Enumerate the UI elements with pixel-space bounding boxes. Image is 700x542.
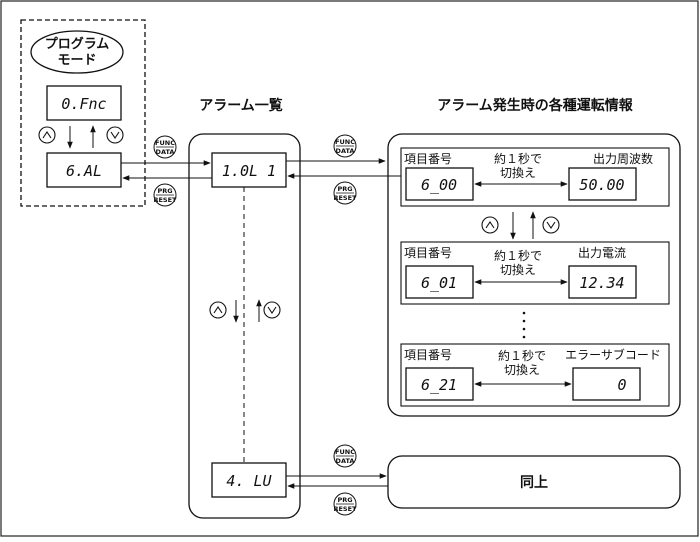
svg-text:FUNC: FUNC (335, 138, 355, 146)
value-display-50-00: 50.00 (579, 176, 624, 194)
svg-text:RESET: RESET (153, 196, 177, 204)
same-as-above-label: 同上 (520, 475, 548, 491)
prg-reset-button-3[interactable]: PRG RESET (333, 492, 357, 516)
program-mode-panel: プログラム モード 0.Fnc 6.AL (20, 19, 146, 207)
alarm-display-ol1: 1.0L 1 (222, 162, 276, 180)
item-display-6-00: 6_00 (421, 176, 457, 194)
svg-text:RESET: RESET (333, 505, 357, 513)
item-number-label: 項目番号 (404, 348, 452, 362)
alarm-display-lu: 4. LU (226, 472, 272, 490)
prg-reset-button-1[interactable]: PRG RESET (153, 183, 177, 207)
svg-text:DATA: DATA (336, 457, 355, 465)
program-mode-title-line1: プログラム (45, 36, 110, 52)
switch-label-line2: 切換え (500, 166, 536, 180)
switch-label-line1: 約１秒で (494, 248, 542, 263)
value-display-0: 0 (617, 376, 626, 394)
program-mode-title-line2: モード (57, 53, 96, 68)
item-number-label: 項目番号 (404, 246, 452, 260)
info-up-key-icon[interactable] (481, 216, 499, 234)
info-group-3: 項目番号 約１秒で 切換え エラーサブコード 6_21 0 (400, 343, 670, 407)
same-as-above-box (387, 455, 681, 509)
program-up-key-icon[interactable] (38, 126, 56, 144)
program-mode-display-al: 6.AL (66, 162, 102, 180)
prg-reset-button-2[interactable]: PRG RESET (333, 181, 357, 205)
program-mode-display-fnc: 0.Fnc (61, 95, 106, 113)
svg-text:FUNC: FUNC (155, 139, 175, 147)
func-data-button-2[interactable]: FUNC DATA (333, 134, 357, 158)
switch-label-line2: 切換え (504, 363, 540, 377)
svg-text:PRG: PRG (157, 187, 172, 195)
info-group-2: 項目番号 約１秒で 切換え 出力電流 6_01 12.34 (400, 241, 670, 305)
value-label-error-subcode: エラーサブコード (565, 347, 661, 362)
info-down-key-icon[interactable] (542, 216, 560, 234)
func-data-button-1[interactable]: FUNC DATA (153, 135, 177, 159)
running-info-title: アラーム発生時の各種運転情報 (437, 97, 634, 114)
alarm-list-panel (188, 133, 301, 519)
svg-text:FUNC: FUNC (335, 448, 355, 456)
switch-label-line1: 約１秒で (498, 348, 546, 363)
info-group-1: 項目番号 約１秒で 切換え 出力周波数 6_00 50.00 (400, 147, 670, 207)
switch-label-line2: 切換え (500, 263, 536, 277)
svg-text:DATA: DATA (156, 148, 175, 156)
ellipsis-dots (522, 311, 526, 339)
running-info-panel (387, 133, 681, 417)
value-display-12-34: 12.34 (579, 274, 624, 292)
alarm-list-title: アラーム一覧 (199, 97, 283, 114)
svg-text:PRG: PRG (337, 185, 352, 193)
func-data-button-3[interactable]: FUNC DATA (333, 444, 357, 468)
program-down-key-icon[interactable] (106, 126, 124, 144)
alarm-down-key-icon[interactable] (263, 301, 281, 319)
svg-text:DATA: DATA (336, 147, 355, 155)
alarm-up-key-icon[interactable] (209, 301, 227, 319)
item-number-label: 項目番号 (404, 152, 452, 166)
value-label-output-current: 出力電流 (578, 246, 626, 260)
svg-text:PRG: PRG (337, 496, 352, 504)
value-label-output-frequency: 出力周波数 (593, 151, 653, 166)
item-display-6-21: 6_21 (421, 376, 457, 394)
svg-text:RESET: RESET (333, 194, 357, 202)
switch-label-line1: 約１秒で (494, 151, 542, 166)
item-display-6-01: 6_01 (421, 274, 457, 292)
